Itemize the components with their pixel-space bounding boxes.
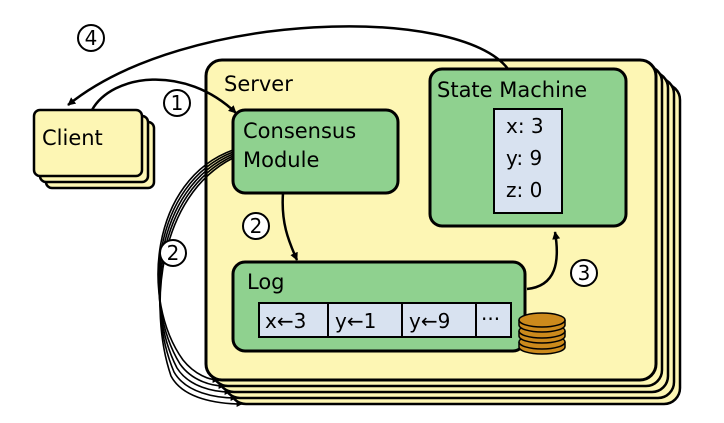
log-entry-2: y←1 [335,309,376,333]
arrow-state-machine-to-client [67,25,509,106]
log-entries-box [258,302,512,338]
log-title: Log [247,270,285,294]
step-number-2-module: 2 [250,214,263,238]
server-label: Server [224,72,293,96]
step-marker-2-replicate: 2 [159,239,187,267]
arrow-log-to-state-machine [526,231,561,291]
step-marker-3: 3 [570,259,598,287]
replication-arrows [157,149,243,407]
log-entry-1: x←3 [265,309,306,333]
client-box [32,108,144,178]
step-number-1: 1 [171,91,184,115]
step-marker-4: 4 [77,24,105,52]
state-values-box [493,108,563,214]
step-markers: 1 2 2 3 4 [77,24,598,287]
client-stack: Client [32,108,156,190]
arrows [67,25,561,291]
state-value-z: z: 0 [506,178,542,202]
state-value-y: y: 9 [506,146,542,170]
consensus-module-box [231,108,400,195]
consensus-module-label-line1: Consensus [243,119,356,143]
consensus-module-label-line2: Module [243,148,319,172]
consensus-module: Consensus Module [231,108,400,195]
state-machine: State Machine x: 3 y: 9 z: 0 [428,67,628,228]
state-value-x: x: 3 [506,114,544,138]
state-machine-title: State Machine [437,78,587,102]
step-marker-2-module: 2 [242,212,270,240]
step-number-2-replicate: 2 [167,241,180,265]
log-entry-3: y←9 [409,309,450,333]
log: Log x←3 y←1 y←9 ··· [231,260,527,353]
arrow-client-to-consensus [90,78,237,114]
replication-arrow-2 [157,151,234,389]
step-number-4: 4 [85,26,98,50]
disk-storage-icon [518,312,566,355]
arrow-consensus-to-log [281,192,299,261]
replication-arrow-4 [159,155,237,401]
replication-arrow-5 [159,157,243,407]
step-marker-1: 1 [163,89,191,117]
log-entry-ellipsis: ··· [481,307,500,331]
replication-arrow-1 [157,149,234,383]
client-label: Client [42,126,103,150]
replication-arrow-3 [158,153,234,395]
step-number-3: 3 [578,261,591,285]
